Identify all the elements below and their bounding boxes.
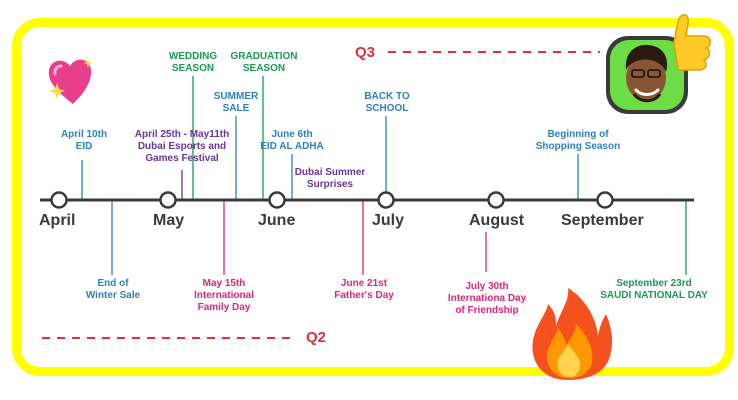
event-eid-al-adha: June 6th EID AL ADHA: [260, 129, 324, 152]
month-node-may: [159, 191, 177, 209]
event-summer-sale: SUMMER SALE: [213, 91, 259, 114]
month-label-september: September: [561, 212, 644, 229]
month-node-july: [377, 191, 395, 209]
event-back-to-school: BACK TO SCHOOL: [364, 91, 410, 114]
month-label-august: August: [469, 212, 525, 229]
event-graduation-season: GRADUATION SEASON: [230, 51, 298, 74]
month-node-april: [50, 191, 68, 209]
event-wedding-season: WEDDING SEASON: [168, 51, 218, 74]
event-shopping-season: Beginning of Shopping Season: [535, 129, 621, 152]
month-label-may: May: [153, 212, 185, 229]
month-label-june: June: [258, 212, 296, 229]
event-winter-sale: End of Winter Sale: [85, 278, 141, 301]
event-eid: April 10th EID: [60, 129, 108, 152]
fire-emoji-icon: [532, 288, 613, 380]
event-friendship-day: July 30th Internationa Day of Friendship: [447, 281, 527, 316]
event-summer-surprises: Dubai Summer Surprises: [294, 167, 366, 190]
event-esports-festival: April 25th - May11th Dubai Esports and G…: [134, 129, 230, 164]
thumbs-up-avatar-icon: [606, 14, 711, 114]
month-node-august: [487, 191, 505, 209]
event-family-day: May 15th International Family Day: [193, 278, 254, 313]
event-saudi-national-day: September 23rd SAUDI NATIONAL DAY: [600, 278, 708, 301]
month-label-april: April: [39, 212, 76, 229]
event-fathers-day: June 21st Father's Day: [334, 278, 394, 301]
month-node-september: [596, 191, 614, 209]
month-node-june: [268, 191, 286, 209]
q2-label: Q2: [306, 329, 327, 346]
month-label-july: July: [372, 212, 405, 229]
hearts-emoji-icon: [48, 58, 93, 104]
q3-label: Q3: [355, 44, 376, 61]
